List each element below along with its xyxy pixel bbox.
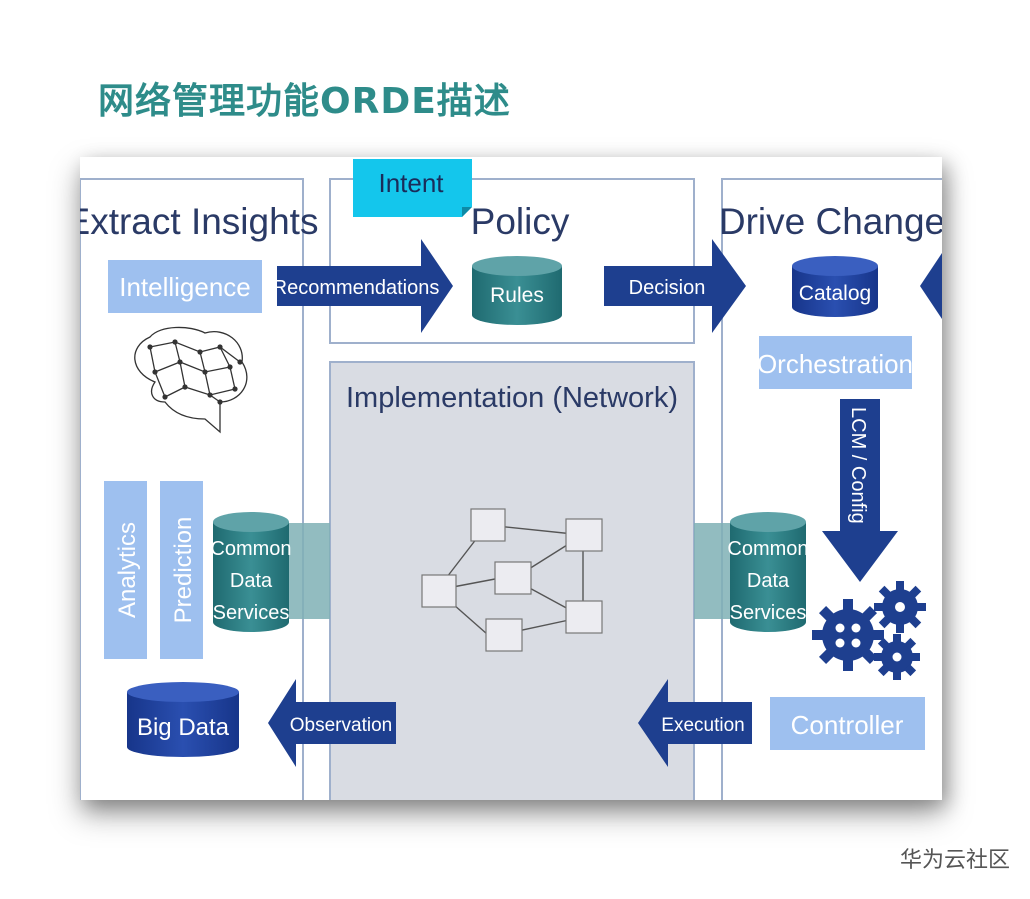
right-cds-line3: Services <box>730 602 807 624</box>
left-cds-line3: Services <box>213 602 290 624</box>
left-cds-line2: Data <box>230 570 273 592</box>
page-title: 网络管理功能ORDE描述 <box>98 81 511 122</box>
orchestration-label: Orchestration <box>757 349 913 379</box>
left-cds-line1: Common <box>210 538 291 560</box>
network-node <box>565 600 603 634</box>
execution-label: Execution <box>661 715 744 736</box>
intent-note: Intent <box>353 159 472 217</box>
controller-box <box>770 697 925 750</box>
catalog-cylinder: Catalog <box>792 256 878 317</box>
right-cds-line2: Data <box>747 570 790 592</box>
prediction-label: Prediction <box>170 517 197 624</box>
orde-diagram: Intent Extract Insights Policy Implement… <box>80 157 942 800</box>
right-cds-line1: Common <box>727 538 808 560</box>
intelligence-box <box>108 260 262 313</box>
left-data-connector <box>285 523 330 619</box>
orde-diagram-svg: Intent Extract Insights Policy Implement… <box>80 159 942 800</box>
gears-icon <box>812 581 926 680</box>
orchestration-box <box>759 336 912 389</box>
lcm-config-label: LCM / Config <box>847 407 869 524</box>
brain-icon <box>134 326 248 434</box>
network-node <box>494 561 532 595</box>
right-common-data-services-cylinder: Common Data Services <box>727 512 809 632</box>
watermark: 华为云社区 <box>899 848 1010 873</box>
recommendations-arrow: Recommendations <box>273 239 453 333</box>
big-data-cylinder: Big Data <box>127 682 239 757</box>
extract-insights-heading: Extract Insights <box>80 201 318 242</box>
offscreen-feedback-arrow <box>920 253 942 319</box>
drive-change-heading: Drive Change <box>719 201 942 242</box>
network-node <box>421 574 457 608</box>
decision-label: Decision <box>629 277 706 299</box>
recommendations-label: Recommendations <box>273 277 440 299</box>
intelligence-label: Intelligence <box>119 272 251 302</box>
observation-arrow: Observation <box>268 679 396 767</box>
analytics-box <box>104 481 147 659</box>
network-node <box>470 508 506 542</box>
execution-arrow: Execution <box>638 679 752 767</box>
big-data-label: Big Data <box>137 714 230 741</box>
rules-cylinder: Rules <box>472 256 562 325</box>
intent-label: Intent <box>378 168 444 198</box>
controller-label: Controller <box>791 710 904 740</box>
observation-label: Observation <box>290 715 392 736</box>
analytics-label: Analytics <box>114 522 141 618</box>
implementation-heading: Implementation (Network) <box>346 382 678 414</box>
rules-label: Rules <box>490 284 544 307</box>
decision-arrow: Decision <box>604 239 746 333</box>
network-graph <box>421 508 603 652</box>
policy-heading: Policy <box>471 201 570 242</box>
lcm-config-arrow: LCM / Config <box>822 399 898 582</box>
left-common-data-services-cylinder: Common Data Services <box>210 512 292 632</box>
network-node <box>565 518 603 552</box>
catalog-label: Catalog <box>799 282 871 305</box>
prediction-box <box>160 481 203 659</box>
network-node <box>485 618 523 652</box>
